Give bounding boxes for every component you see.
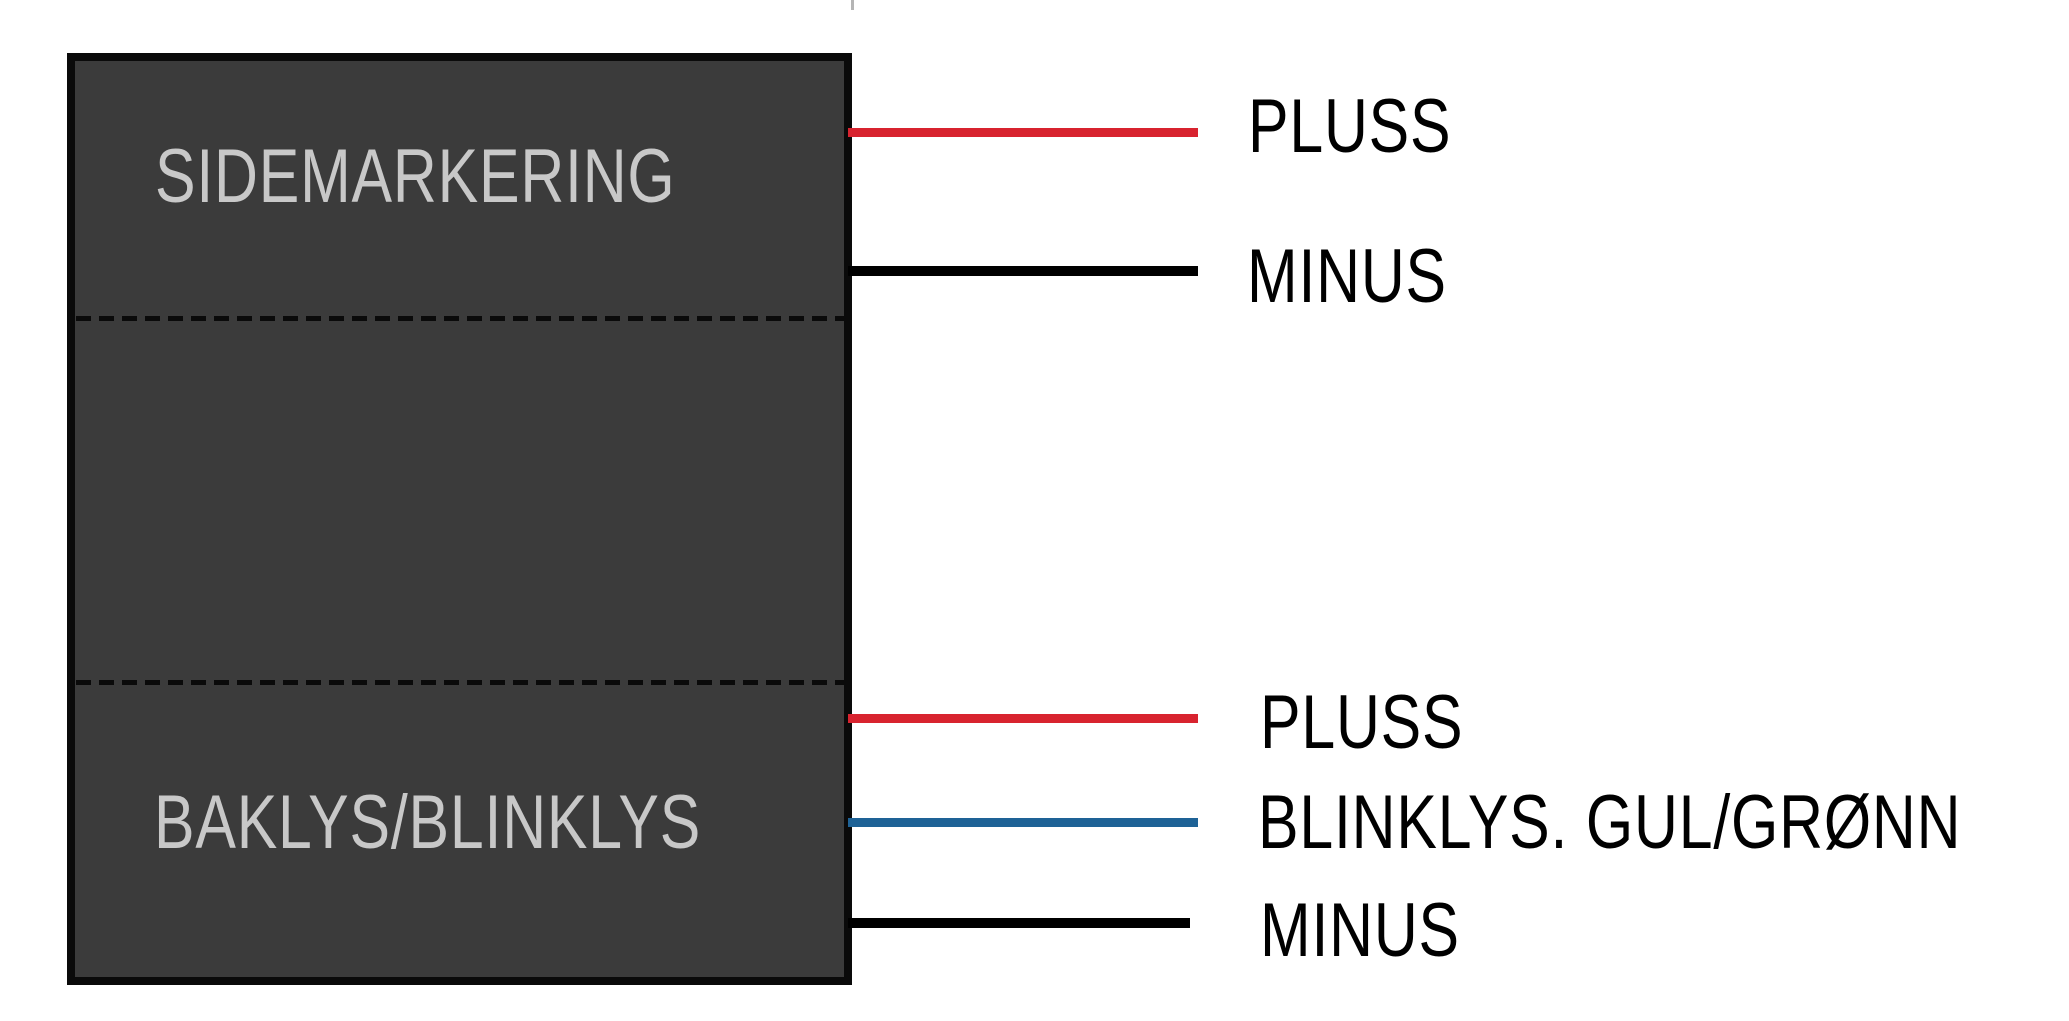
wire-label-sidemarkering-minus: MINUS [1247, 234, 1447, 319]
wire-label-baklys-blinklys: BLINKLYS. GUL/GRØNN [1258, 780, 1962, 865]
wire-label-baklys-minus: MINUS [1260, 888, 1460, 973]
section-divider-top [76, 316, 844, 321]
wire-baklys-pluss [848, 714, 1198, 723]
stray-line-artifact [851, 0, 854, 10]
wire-baklys-minus [848, 918, 1190, 928]
wire-sidemarkering-minus [848, 266, 1198, 276]
lamp-unit-box [67, 53, 852, 985]
wire-label-sidemarkering-pluss: PLUSS [1248, 84, 1452, 169]
wire-baklys-blinklys [848, 818, 1198, 827]
wire-sidemarkering-pluss [848, 128, 1198, 137]
wire-label-baklys-pluss: PLUSS [1260, 680, 1464, 765]
section-label-sidemarkering: SIDEMARKERING [155, 134, 676, 219]
section-divider-bottom [76, 680, 844, 685]
section-label-baklys-blinklys: BAKLYS/BLINKLYS [154, 780, 702, 865]
